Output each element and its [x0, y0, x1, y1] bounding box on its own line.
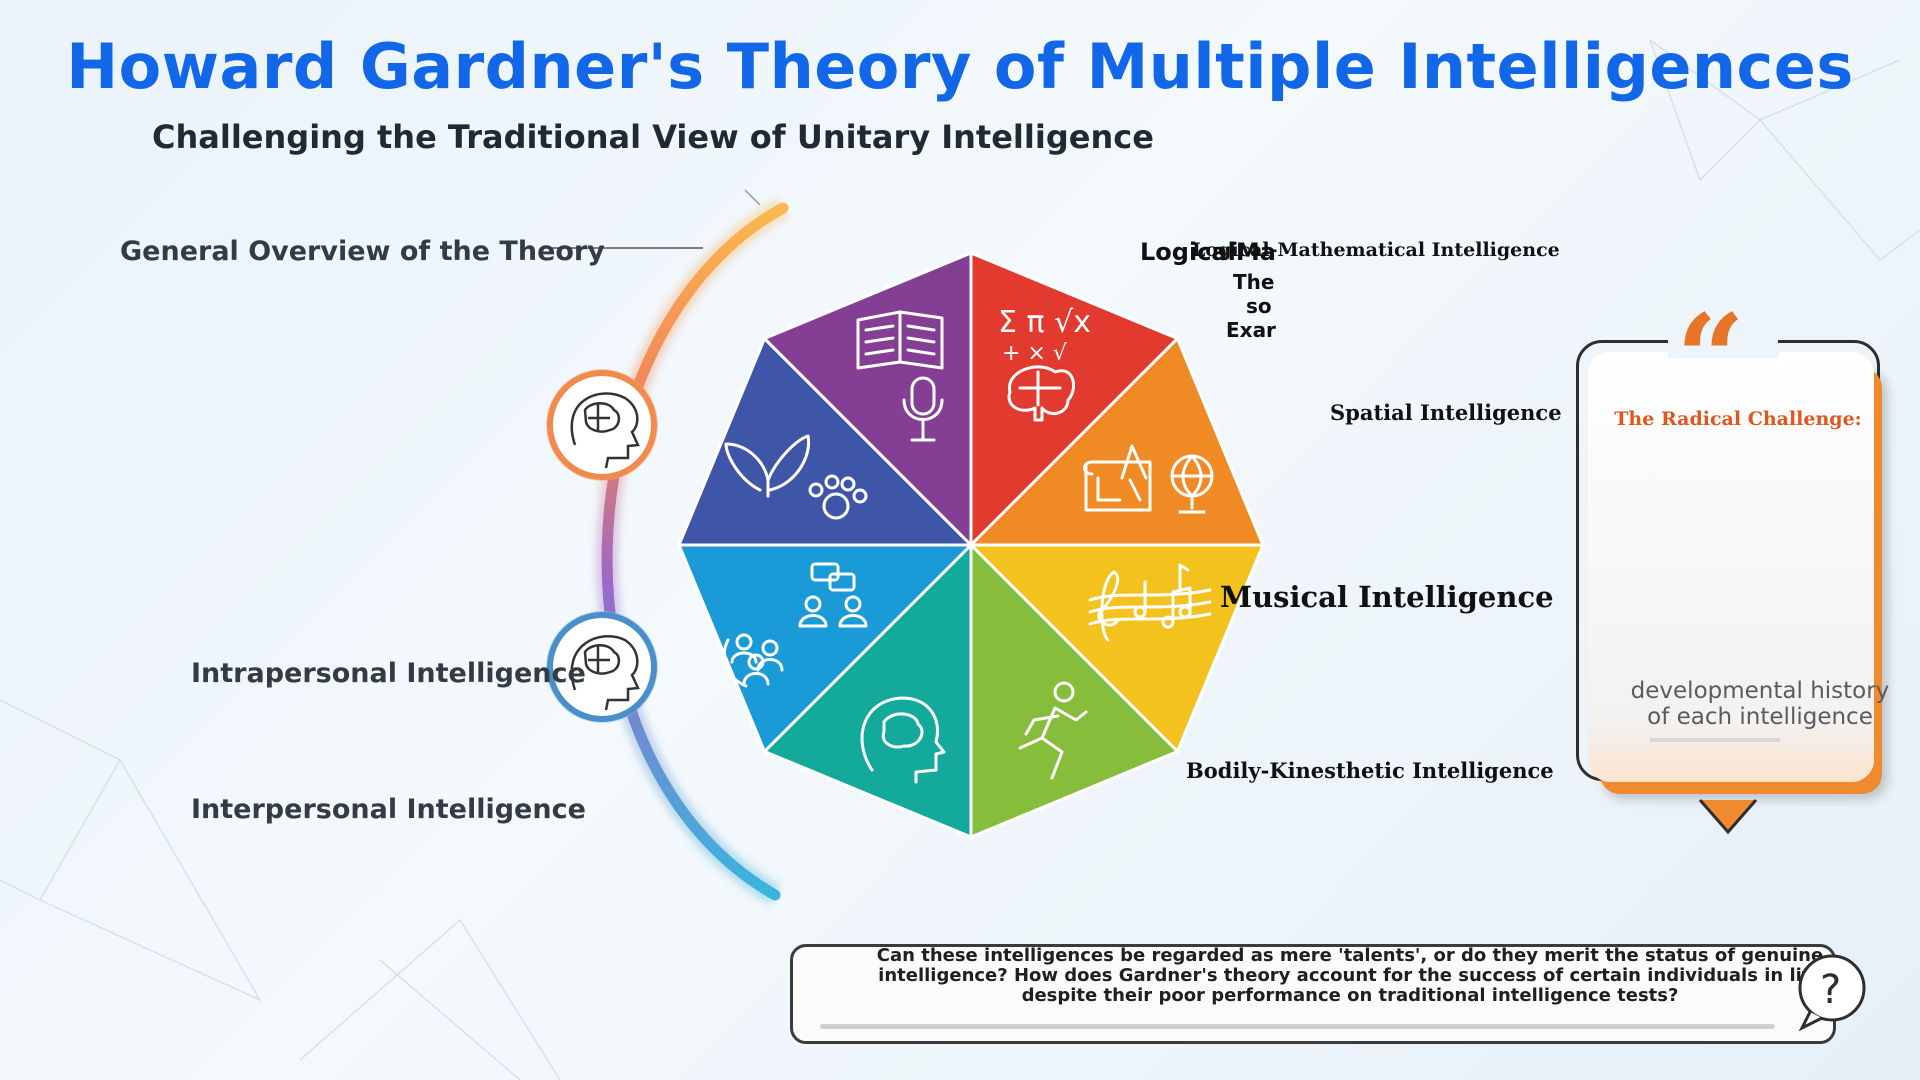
- question-bubble-icon: ?: [1798, 954, 1866, 1032]
- label-spatial: Spatial Intelligence: [1330, 400, 1562, 425]
- question-underline: [820, 1024, 1775, 1029]
- question-text: Can these intelligences be regarded as m…: [876, 945, 1824, 1006]
- label-logical-overlap: LogicalMa: [1140, 238, 1276, 266]
- label-logical-mathematical: Logical-Mathematical Intelligence: [1192, 239, 1560, 261]
- label-general-overview: General Overview of the Theory: [120, 236, 605, 267]
- brain-head-icon: [570, 392, 640, 469]
- arc-line: [601, 202, 789, 901]
- page-subtitle: Challenging the Traditional View of Unit…: [152, 118, 1154, 156]
- card-text-line1: developmental history: [1630, 678, 1890, 704]
- blueprint-globe-icon: [1083, 444, 1214, 514]
- arc-node-bottom: [546, 611, 658, 723]
- quote-card: [1588, 352, 1874, 782]
- question-mark: ?: [1820, 967, 1841, 1013]
- label-bodily-kinesthetic: Bodily-Kinesthetic Intelligence: [1186, 758, 1554, 783]
- label-fragment-1: The: [1233, 270, 1275, 294]
- people-chat-icon: [722, 562, 868, 688]
- label-interpersonal: Interpersonal Intelligence: [191, 794, 586, 825]
- label-musical: Musical Intelligence: [1220, 580, 1554, 614]
- math-brain-icon: Σ π √x + × √: [998, 305, 1091, 422]
- card-text-line2: of each intelligence: [1647, 704, 1873, 730]
- arc-node-top: [546, 369, 658, 481]
- svg-text:Σ π √x: Σ π √x: [998, 305, 1091, 340]
- brain-head-icon: [570, 635, 640, 711]
- label-intrapersonal: Intrapersonal Intelligence: [191, 658, 586, 689]
- running-person-icon: [1018, 681, 1088, 780]
- music-notes-icon: [1088, 563, 1212, 642]
- card-heading: The Radical Challenge:: [1614, 408, 1862, 430]
- page-title: Howard Gardner's Theory of Multiple Inte…: [66, 30, 1854, 103]
- svg-text:+ × √: + × √: [1002, 341, 1068, 366]
- card-text: developmental history of each intelligen…: [1600, 678, 1920, 730]
- label-fragment-2: so: [1246, 294, 1272, 318]
- book-microphone-icon: [856, 310, 944, 442]
- leaf-paw-icon: [724, 434, 868, 520]
- head-brain-icon: [860, 696, 946, 784]
- quote-mark-icon: “: [1676, 288, 1745, 429]
- label-fragment-3: Exar: [1226, 318, 1276, 342]
